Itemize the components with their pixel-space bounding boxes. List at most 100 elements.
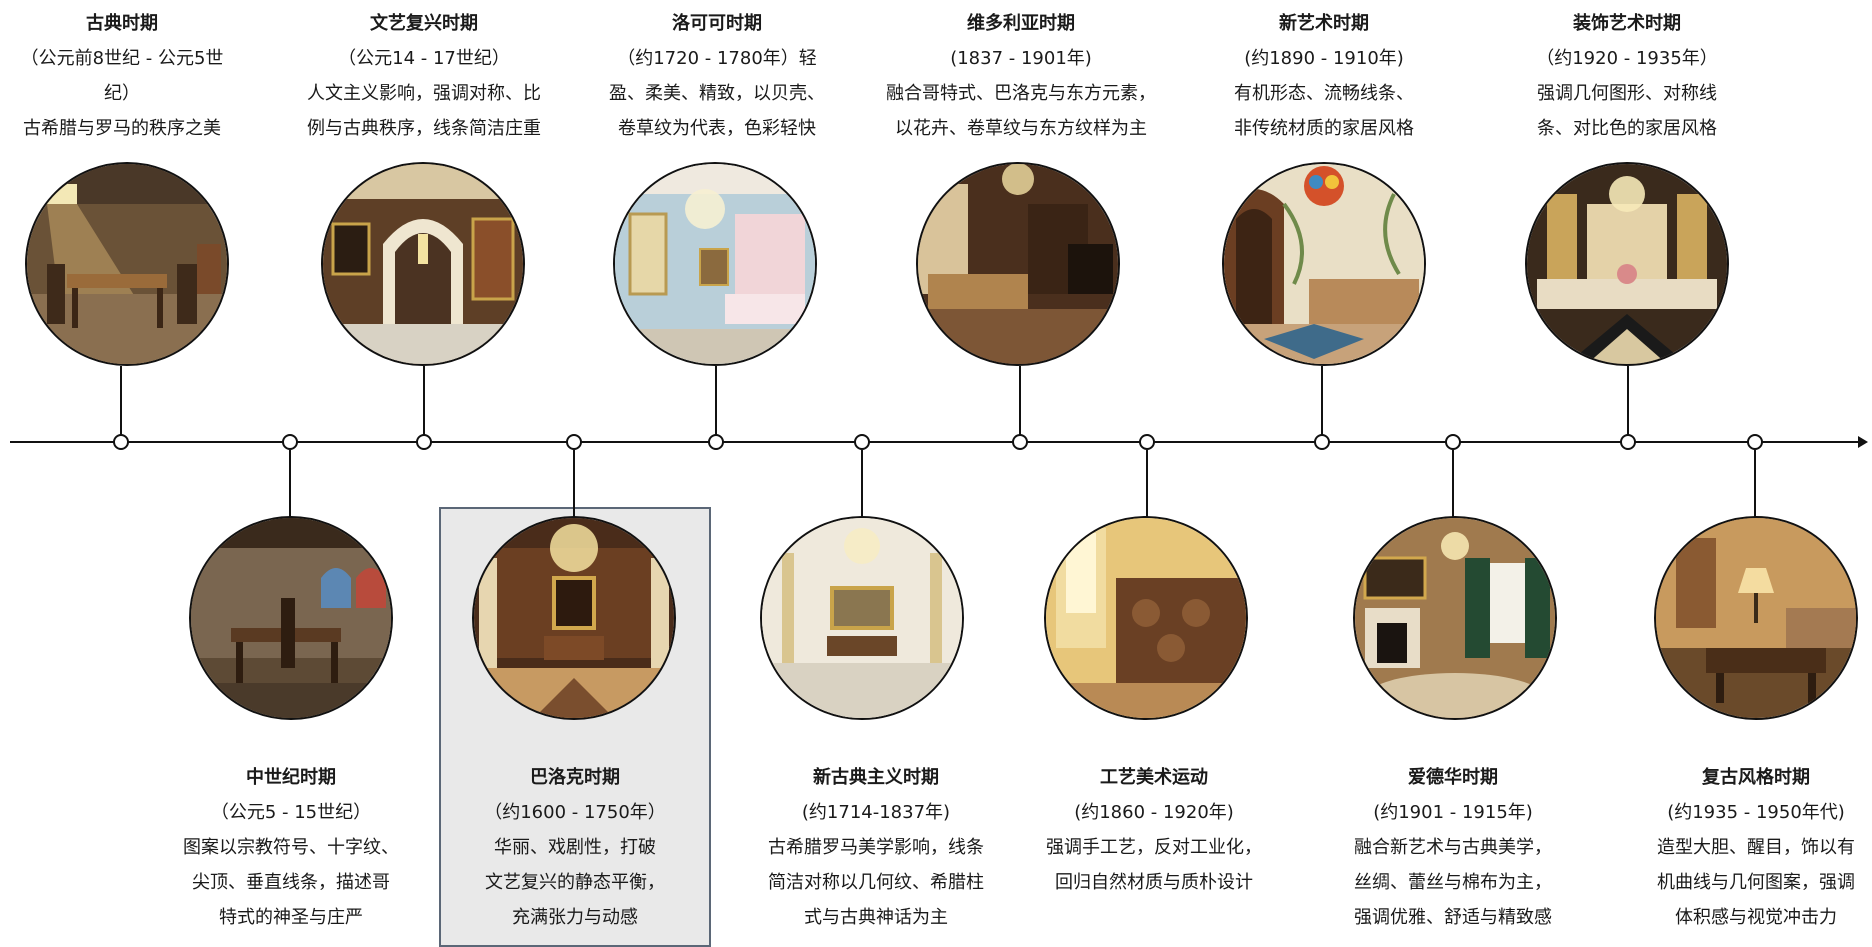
text-neoclassical-2: 古希腊罗马美学影响，线条 — [768, 837, 984, 858]
caption-retro: 复古风格时期 (约1935 - 1950年代) 造型大胆、醒目，饰以有 机曲线与… — [1621, 760, 1872, 935]
text-rococo-2: 盈、柔美、精致，以贝壳、 — [609, 83, 825, 104]
text-classical-1: （公元前8世纪 - 公元5世 — [20, 48, 224, 69]
title-classical: 古典时期 — [86, 13, 158, 34]
text-neoclassical-1: (约1714-1837年) — [801, 802, 951, 823]
text-arts-crafts-3: 回归自然材质与质朴设计 — [1055, 872, 1253, 893]
node-renaissance — [416, 434, 432, 450]
node-arts-crafts — [1139, 434, 1155, 450]
node-baroque — [566, 434, 582, 450]
caption-arts-crafts: 工艺美术运动 (约1860 - 1920年) 强调手工艺，反对工业化， 回归自然… — [1019, 760, 1289, 900]
stem-victorian — [1019, 366, 1021, 436]
timeline-arrow-icon — [1858, 436, 1868, 448]
medieval-room-image — [189, 516, 393, 720]
stem-art-deco — [1627, 366, 1629, 436]
title-retro: 复古风格时期 — [1702, 767, 1810, 788]
title-neoclassical: 新古典主义时期 — [813, 767, 939, 788]
stem-art-nouveau — [1321, 366, 1323, 436]
text-neoclassical-3: 简洁对称以几何纹、希腊柱 — [768, 872, 984, 893]
caption-edwardian: 爱德华时期 (约1901 - 1915年) 融合新艺术与古典美学， 丝绸、蕾丝与… — [1318, 760, 1588, 935]
text-rococo-1: （约1720 - 1780年）轻 — [617, 48, 817, 69]
text-medieval-3: 尖顶、垂直线条，描述哥 — [192, 872, 390, 893]
text-renaissance-3: 例与古典秩序，线条简洁庄重 — [307, 118, 541, 139]
text-victorian-3: 以花卉、卷草纹与东方纹样为主 — [895, 118, 1147, 139]
node-art-deco — [1620, 434, 1636, 450]
edwardian-room-image — [1353, 516, 1557, 720]
stem-arts-crafts — [1146, 450, 1148, 518]
node-medieval — [282, 434, 298, 450]
title-rococo: 洛可可时期 — [672, 13, 762, 34]
text-baroque-4: 充满张力与动感 — [512, 907, 638, 928]
text-art-nouveau-3: 非传统材质的家居风格 — [1234, 118, 1414, 139]
node-victorian — [1012, 434, 1028, 450]
caption-renaissance: 文艺复兴时期 （公元14 - 17世纪） 人文主义影响，强调对称、比 例与古典秩… — [289, 6, 559, 146]
node-rococo — [708, 434, 724, 450]
baroque-room-image — [472, 516, 676, 720]
text-arts-crafts-2: 强调手工艺，反对工业化， — [1046, 837, 1262, 858]
node-classical — [113, 434, 129, 450]
text-art-deco-1: （约1920 - 1935年） — [1536, 48, 1718, 69]
text-rococo-3: 卷草纹为代表，色彩轻快 — [618, 118, 816, 139]
title-art-nouveau: 新艺术时期 — [1279, 13, 1369, 34]
text-classical-3: 古希腊与罗马的秩序之美 — [23, 118, 221, 139]
text-art-deco-3: 条、对比色的家居风格 — [1537, 118, 1717, 139]
stem-renaissance — [423, 366, 425, 436]
stem-baroque — [573, 450, 575, 518]
text-retro-2: 造型大胆、醒目，饰以有 — [1657, 837, 1855, 858]
text-baroque-2: 华丽、戏剧性，打破 — [494, 837, 656, 858]
caption-neoclassical: 新古典主义时期 (约1714-1837年) 古希腊罗马美学影响，线条 简洁对称以… — [741, 760, 1011, 935]
text-retro-1: (约1935 - 1950年代) — [1667, 802, 1845, 823]
stem-medieval — [289, 450, 291, 518]
art-nouveau-room-image — [1222, 162, 1426, 366]
stem-edwardian — [1452, 450, 1454, 518]
text-edwardian-1: (约1901 - 1915年) — [1373, 802, 1533, 823]
caption-art-deco: 装饰艺术时期 （约1920 - 1935年） 强调几何图形、对称线 条、对比色的… — [1492, 6, 1762, 146]
text-edwardian-2: 融合新艺术与古典美学， — [1354, 837, 1552, 858]
text-art-nouveau-2: 有机形态、流畅线条、 — [1234, 83, 1414, 104]
text-renaissance-1: （公元14 - 17世纪） — [338, 48, 510, 69]
node-art-nouveau — [1314, 434, 1330, 450]
caption-rococo: 洛可可时期 （约1720 - 1780年）轻 盈、柔美、精致，以贝壳、 卷草纹为… — [582, 6, 852, 146]
title-edwardian: 爱德华时期 — [1408, 767, 1498, 788]
text-art-nouveau-1: (约1890 - 1910年) — [1244, 48, 1404, 69]
stem-neoclassical — [861, 450, 863, 518]
text-medieval-1: （公元5 - 15世纪） — [210, 802, 372, 823]
classical-room-image — [25, 162, 229, 366]
title-art-deco: 装饰艺术时期 — [1573, 13, 1681, 34]
text-art-deco-2: 强调几何图形、对称线 — [1537, 83, 1717, 104]
timeline-axis — [10, 441, 1862, 443]
text-baroque-3: 文艺复兴的静态平衡， — [485, 872, 665, 893]
caption-baroque: 巴洛克时期 （约1600 - 1750年） 华丽、戏剧性，打破 文艺复兴的静态平… — [440, 760, 710, 935]
text-classical-2: 纪） — [104, 83, 140, 104]
stem-classical — [120, 366, 122, 436]
renaissance-room-image — [321, 162, 525, 366]
title-victorian: 维多利亚时期 — [967, 13, 1075, 34]
victorian-room-image — [916, 162, 1120, 366]
arts-crafts-room-image — [1044, 516, 1248, 720]
title-medieval: 中世纪时期 — [246, 767, 336, 788]
text-edwardian-4: 强调优雅、舒适与精致感 — [1354, 907, 1552, 928]
caption-classical: 古典时期 （公元前8世纪 - 公元5世 纪） 古希腊与罗马的秩序之美 — [0, 6, 257, 146]
stem-rococo — [715, 366, 717, 436]
text-victorian-1: (1837 - 1901年) — [950, 48, 1092, 69]
node-neoclassical — [854, 434, 870, 450]
caption-medieval: 中世纪时期 （公元5 - 15世纪） 图案以宗教符号、十字纹、 尖顶、垂直线条，… — [156, 760, 426, 935]
art-deco-room-image — [1525, 162, 1729, 366]
title-renaissance: 文艺复兴时期 — [370, 13, 478, 34]
text-medieval-2: 图案以宗教符号、十字纹、 — [183, 837, 399, 858]
text-renaissance-2: 人文主义影响，强调对称、比 — [307, 83, 541, 104]
node-retro — [1747, 434, 1763, 450]
text-retro-3: 机曲线与几何图案，强调 — [1657, 872, 1855, 893]
title-baroque: 巴洛克时期 — [530, 767, 620, 788]
caption-victorian: 维多利亚时期 (1837 - 1901年) 融合哥特式、巴洛克与东方元素， 以花… — [886, 6, 1156, 146]
text-baroque-1: （约1600 - 1750年） — [484, 802, 666, 823]
text-neoclassical-4: 式与古典神话为主 — [804, 907, 948, 928]
stem-retro — [1754, 450, 1756, 518]
text-medieval-4: 特式的神圣与庄严 — [219, 907, 363, 928]
retro-room-image — [1654, 516, 1858, 720]
neoclassical-room-image — [760, 516, 964, 720]
text-retro-4: 体积感与视觉冲击力 — [1675, 907, 1837, 928]
text-victorian-2: 融合哥特式、巴洛克与东方元素， — [886, 83, 1156, 104]
rococo-room-image — [613, 162, 817, 366]
title-arts-crafts: 工艺美术运动 — [1100, 767, 1208, 788]
